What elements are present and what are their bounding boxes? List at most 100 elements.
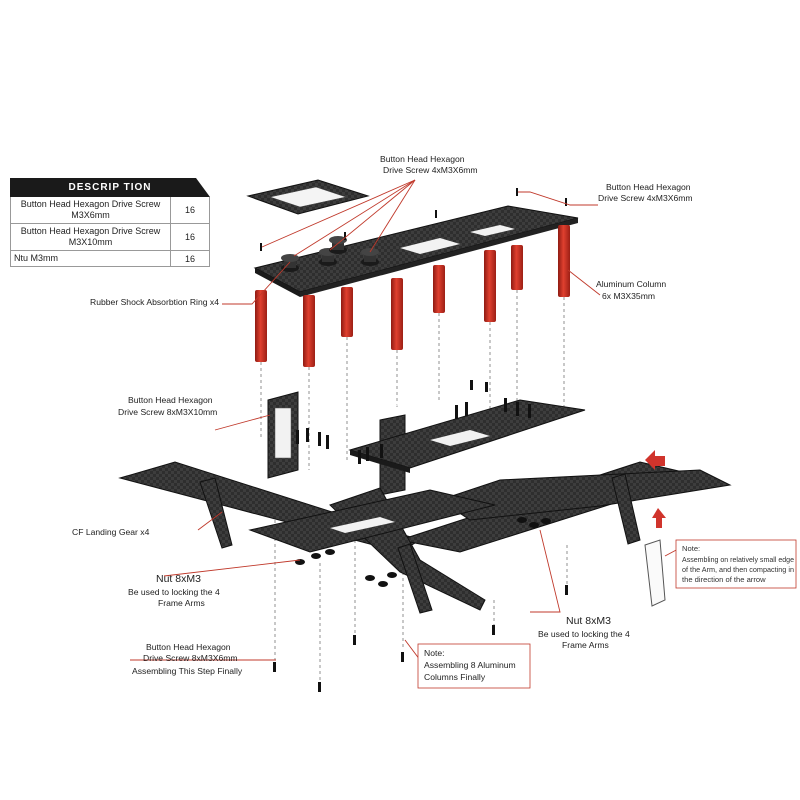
screw bbox=[318, 682, 321, 692]
mid-screws-label-2: Drive Screw 8xM3X10mm bbox=[118, 407, 217, 417]
arrow-icon bbox=[645, 450, 665, 470]
arm-note-label-3: of the Arm, and then compacting in bbox=[682, 565, 794, 574]
nut bbox=[365, 575, 375, 581]
nut bbox=[541, 518, 551, 524]
nut-left-label-2: Be used to locking the 4 bbox=[128, 587, 220, 597]
screw bbox=[296, 430, 299, 444]
aluminum-column bbox=[391, 278, 403, 350]
screw bbox=[401, 652, 404, 662]
nut bbox=[517, 517, 527, 523]
columns-note-label-1: Note: bbox=[424, 648, 445, 658]
top-screws-label-1: Button Head Hexagon bbox=[380, 154, 465, 164]
screw bbox=[565, 198, 567, 206]
table-row: Ntu M3mm 16 bbox=[10, 251, 210, 267]
columns-note-label-3: Columns Finally bbox=[424, 672, 486, 682]
table-cell-item: Button Head Hexagon Drive Screw M3X10mm bbox=[11, 224, 171, 250]
item-line-2: M3X6mm bbox=[71, 210, 110, 220]
screw bbox=[318, 432, 321, 446]
screw bbox=[306, 428, 309, 442]
rubber-ring bbox=[329, 236, 347, 254]
item-line-1: Ntu M3mm bbox=[14, 253, 59, 263]
arm-note-label-1: Note: bbox=[682, 544, 700, 553]
item-line-2: M3X10mm bbox=[68, 237, 113, 247]
aluminum-column bbox=[433, 265, 445, 313]
aluminum-column bbox=[484, 250, 496, 322]
nut bbox=[311, 553, 321, 559]
screw bbox=[504, 398, 507, 412]
screw bbox=[260, 243, 262, 251]
table-cell-qty: 16 bbox=[171, 197, 210, 223]
screw bbox=[344, 232, 346, 240]
screw bbox=[485, 382, 488, 392]
bottom-screws-label-2: Drive Screw 8xM3X6mm bbox=[143, 653, 238, 663]
top-cover-plate bbox=[246, 179, 370, 215]
aluminum-columns bbox=[255, 225, 570, 367]
table-cell-qty: 16 bbox=[171, 251, 210, 266]
arm-note-label-2: Assembling on relatively small edge bbox=[682, 555, 794, 564]
screw bbox=[465, 402, 468, 416]
screw bbox=[435, 210, 437, 218]
bottom-plate bbox=[248, 489, 496, 553]
screw bbox=[358, 450, 361, 464]
direction-arrows bbox=[645, 450, 666, 528]
table-row: Button Head Hexagon Drive Screw M3X6mm 1… bbox=[10, 197, 210, 224]
landing-gear bbox=[397, 543, 433, 614]
nut-right-label-2: Be used to locking the 4 bbox=[538, 629, 630, 639]
screw bbox=[455, 405, 458, 419]
description-table-header: DESCRIP TION bbox=[10, 178, 210, 197]
columns-note-box bbox=[417, 643, 531, 689]
frame-arm bbox=[438, 469, 732, 521]
screw bbox=[528, 404, 531, 418]
table-cell-qty: 16 bbox=[171, 224, 210, 250]
top-screws bbox=[260, 188, 567, 251]
nut-left-label-1: Nut 8xM3 bbox=[156, 573, 201, 585]
arrow-icon bbox=[652, 508, 666, 528]
description-table: DESCRIP TION Button Head Hexagon Drive S… bbox=[10, 178, 210, 267]
aluminum-column-label-1: Aluminum Column bbox=[596, 279, 666, 289]
screw bbox=[273, 662, 276, 672]
nut-right-label-3: Frame Arms bbox=[562, 640, 609, 650]
assembly-guides bbox=[260, 290, 568, 680]
screw bbox=[366, 447, 369, 461]
middle-screws bbox=[296, 380, 531, 464]
landing-gear bbox=[611, 473, 641, 545]
landing-gears bbox=[199, 473, 666, 614]
rubber-ring-label: Rubber Shock Absorbtion Ring x4 bbox=[90, 297, 219, 307]
bottom-screws bbox=[273, 585, 568, 692]
aluminum-column bbox=[341, 287, 353, 337]
nut bbox=[529, 522, 539, 528]
columns-note-label-2: Assembling 8 Aluminum bbox=[424, 660, 516, 670]
middle-plate bbox=[348, 399, 586, 473]
bottom-screws-label-3: Assembling This Step Finally bbox=[132, 666, 243, 676]
arm-note-label-4: the direction of the arrow bbox=[682, 575, 766, 584]
nut bbox=[325, 549, 335, 555]
aluminum-column bbox=[558, 225, 570, 297]
leader-lines bbox=[130, 179, 681, 661]
right-screws-label-2: Drive Screw 4xM3X6mm bbox=[598, 193, 693, 203]
top-screws-label-2: Drive Screw 4xM3X6mm bbox=[383, 165, 478, 175]
screw bbox=[516, 402, 519, 416]
screw bbox=[565, 585, 568, 595]
nut bbox=[378, 581, 388, 587]
aluminum-column bbox=[255, 290, 267, 362]
landing-gear-label: CF Landing Gear x4 bbox=[72, 527, 150, 537]
landing-gear bbox=[644, 539, 666, 607]
nut bbox=[387, 572, 397, 578]
screw bbox=[492, 625, 495, 635]
rubber-shock-rings bbox=[281, 236, 379, 272]
aluminum-column-label-2: 6x M3X35mm bbox=[602, 291, 655, 301]
battery-plate bbox=[267, 391, 406, 496]
screw bbox=[516, 188, 518, 196]
screw bbox=[326, 435, 329, 449]
screw bbox=[380, 444, 383, 458]
table-row: Button Head Hexagon Drive Screw M3X10mm … bbox=[10, 224, 210, 251]
right-screws-label-1: Button Head Hexagon bbox=[606, 182, 691, 192]
item-line-1: Button Head Hexagon Drive Screw bbox=[20, 199, 161, 209]
table-cell-item: Ntu M3mm bbox=[11, 251, 171, 266]
nut-left-label-3: Frame Arms bbox=[158, 598, 205, 608]
item-line-1: Button Head Hexagon Drive Screw bbox=[20, 226, 161, 236]
table-cell-item: Button Head Hexagon Drive Screw M3X6mm bbox=[11, 197, 171, 223]
nut bbox=[295, 559, 305, 565]
watermark-text: Store No: 3080064 bbox=[305, 393, 448, 410]
